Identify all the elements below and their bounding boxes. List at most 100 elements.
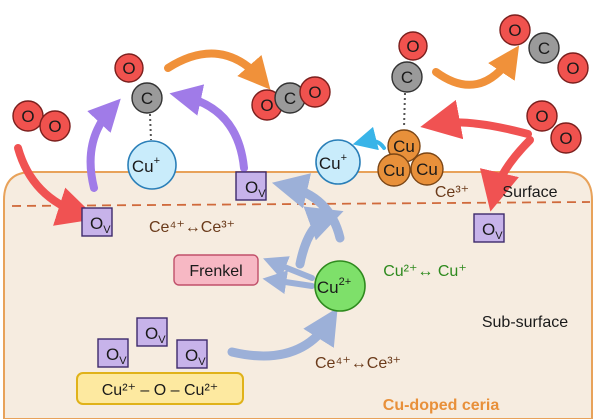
ce-redox-label-top: Ce⁴⁺↔Ce³⁺: [149, 219, 235, 236]
cu-atom-label: Cu: [416, 160, 438, 179]
cu2-superscript: 2+: [339, 276, 352, 288]
oxygen-atom-label: O: [308, 83, 321, 102]
ov-subscript: V: [495, 230, 503, 242]
cu2-to-frenkel-arrow-lower: [262, 270, 315, 295]
o2-molecule-left: O O: [12, 100, 71, 142]
svg-text:OV: OV: [90, 214, 111, 236]
cu-plus-ion: [315, 139, 361, 185]
co-adsorbed-right: O C: [391, 31, 428, 129]
oxygen-vacancy-right: OV: [473, 213, 505, 243]
o2-to-vacancy-arrow: [14, 144, 98, 226]
ov-subscript: V: [119, 355, 127, 367]
oxygen-atom: [39, 110, 71, 142]
frenkel-to-surface-arrow: [295, 206, 344, 269]
cu2-to-frenkel-arrow: [263, 256, 315, 281]
o2-to-cu-cluster-arrow: [420, 99, 532, 140]
oxygen-vacancy-surface: OV: [235, 171, 267, 201]
ce-redox-label-bottom: Ce⁴⁺↔Ce³⁺: [315, 355, 401, 372]
frenkel-label: Frenkel: [189, 263, 242, 280]
vacancy-oxygen-transfer-arrow: [86, 98, 121, 192]
co2-molecule-middle: O C O: [251, 76, 331, 121]
frenkel-defect-box: Frenkel: [173, 254, 259, 286]
ov-subscript: V: [258, 188, 266, 200]
sub-surface-label: Sub-surface: [482, 314, 568, 331]
cu2-label: Cu: [317, 278, 339, 297]
oxygen-atom-label: O: [566, 59, 579, 78]
oxygen-atom-label: O: [406, 37, 419, 56]
cu-plus-ion-right: Cu+: [315, 139, 361, 185]
ov-label: O: [145, 324, 158, 343]
svg-text:OV: OV: [245, 178, 266, 200]
cu-plus-ion-left: Cu+: [127, 140, 177, 190]
o2-to-surface-vacancy-arrow: [479, 136, 534, 212]
oxygen-atom: [299, 76, 331, 108]
cu-atom: [410, 152, 444, 186]
co-cu-bond: [149, 113, 152, 141]
oxygen-atom: [114, 53, 144, 83]
cu-redox-label: Cu²⁺↔ Cu⁺: [383, 263, 467, 280]
oxygen-atom-label: O: [559, 129, 572, 148]
cu-o-cu-box: Cu²⁺ – O – Cu²⁺: [76, 372, 244, 405]
cu2-ion: Cu2+: [314, 260, 366, 312]
ov-label: O: [482, 220, 495, 239]
oxygen-vacancy-bulk-right: OV: [176, 339, 208, 369]
carbon-atom-label: C: [141, 89, 153, 108]
cu2-to-surface-ov-arrow: [271, 173, 345, 243]
oxygen-vacancy-bulk-top: OV: [136, 317, 168, 347]
oxygen-vacancy-left: OV: [81, 207, 113, 237]
ov-subscript: V: [158, 334, 166, 346]
carbon-atom: [131, 82, 163, 114]
ov-subscript: V: [103, 224, 111, 236]
cu-atom-label: Cu: [383, 161, 405, 180]
oxygen-atom-label: O: [535, 107, 548, 126]
cu-plus-ion: [127, 140, 177, 190]
surface-label: Surface: [502, 184, 557, 201]
bulk-ov-migration-arrow: [227, 307, 338, 361]
cu-plus-superscript: +: [154, 155, 160, 167]
cu-o-cu-label: Cu²⁺ – O – Cu²⁺: [102, 382, 218, 399]
co-oxidation-arrow-right: [432, 45, 520, 89]
oxygen-atom: [499, 14, 531, 46]
cu-plus-label: Cu: [319, 154, 341, 173]
ce3-label: Ce³⁺: [435, 184, 469, 201]
oxygen-atom-label: O: [122, 59, 135, 78]
oxygen-atom-label: O: [260, 96, 273, 115]
ceria-bulk: [3, 171, 593, 419]
material-label: Cu-doped ceria: [383, 397, 500, 414]
co-adsorbed-left: O C: [114, 53, 163, 141]
co-cu-cluster-bond: [403, 92, 406, 129]
oxygen-atom-label: O: [21, 107, 34, 126]
carbon-atom-label: C: [284, 89, 296, 108]
surface-ov-oxygen-transfer-arrow: [169, 84, 248, 172]
oxygen-atom-label: O: [48, 117, 61, 136]
oxygen-atom: [398, 31, 428, 61]
cu2-ion-circle: [314, 260, 366, 312]
svg-text:OV: OV: [106, 345, 127, 367]
cu-plus-superscript: +: [341, 152, 347, 164]
svg-text:Cu2+: Cu2+: [317, 276, 351, 297]
svg-text:OV: OV: [482, 220, 503, 242]
svg-text:Cu+: Cu+: [132, 155, 160, 176]
o2-molecule-right: O O: [526, 100, 582, 154]
oxygen-atom: [557, 52, 589, 84]
cu-cluster-to-cuplus-arrow: [352, 126, 386, 151]
ov-label: O: [106, 345, 119, 364]
carbon-atom-label: C: [538, 39, 550, 58]
ov-subscript: V: [198, 356, 206, 368]
oxygen-atom: [550, 122, 582, 154]
carbon-atom: [528, 32, 560, 64]
co2-molecule-right: O C O: [499, 14, 589, 84]
ov-label: O: [185, 346, 198, 365]
svg-text:OV: OV: [145, 324, 166, 346]
oxygen-atom: [526, 100, 558, 132]
oxygen-vacancy-bulk-left: OV: [97, 338, 129, 368]
cu-atom-label: Cu: [393, 137, 415, 156]
ov-label: O: [90, 214, 103, 233]
cu-plus-label: Cu: [132, 157, 154, 176]
carbon-atom: [391, 61, 423, 93]
svg-text:Cu+: Cu+: [319, 152, 347, 173]
carbon-atom-label: C: [401, 68, 413, 87]
svg-text:OV: OV: [185, 346, 206, 368]
cu-cluster: Cu Cu Cu: [377, 129, 444, 187]
